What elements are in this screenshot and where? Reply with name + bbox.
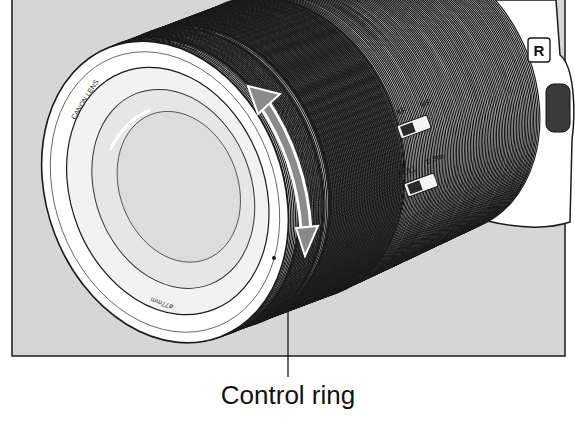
rotation-arrow-outline [262, 100, 306, 230]
focus-limiter-switch [404, 173, 439, 197]
lens-barrel-slice [11, 18, 319, 366]
part-name: Control ring [221, 382, 355, 408]
glass-highlight [110, 110, 150, 150]
lens-barrel-slice [64, 65, 283, 312]
badge-letter: R [534, 43, 545, 58]
arrow-head [296, 226, 318, 256]
lens-barrel-slice [32, 38, 304, 345]
switch-lever [407, 180, 423, 194]
lens-barrel-slice [0, 5, 331, 379]
lens-barrel-slice [0, 5, 331, 379]
lens-barrel-slice [96, 93, 262, 280]
leader-line [287, 300, 288, 377]
r-badge [528, 38, 550, 62]
af-mf-switch [397, 115, 432, 139]
switch-lever [400, 122, 416, 136]
arrow-head [248, 86, 280, 114]
camera-grip-dial [546, 84, 570, 132]
rotation-arrow [262, 100, 306, 230]
index-dot [272, 256, 276, 260]
